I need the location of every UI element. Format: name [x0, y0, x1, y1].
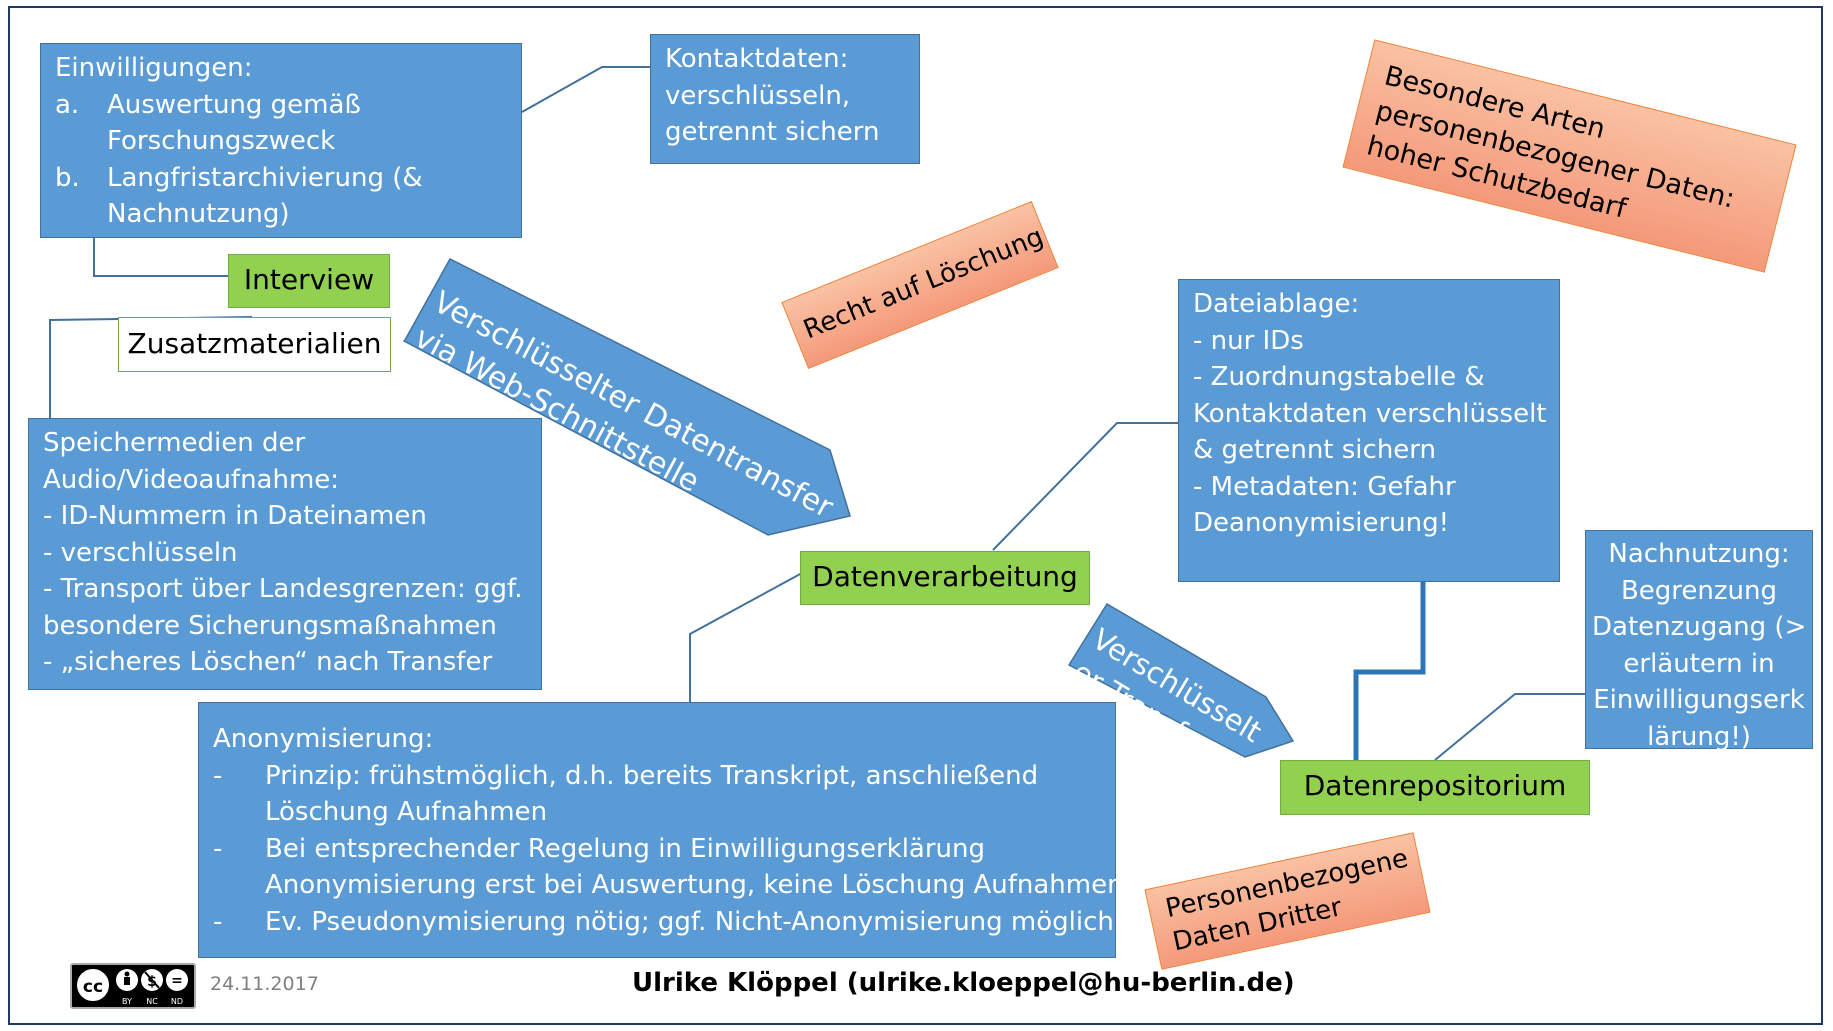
nachnutzung-line: Begrenzung: [1620, 575, 1778, 606]
list-item: - Bei entsprechender Regelung in Einwill…: [213, 831, 1124, 904]
nachnutzung-box: Nachnutzung: Begrenzung Datenzugang (> e…: [1585, 530, 1813, 752]
connector-datenverarbeitung-anonymisierung: [689, 572, 803, 702]
slide-frame: [8, 6, 1823, 1025]
footer-date: 24.11.2017: [210, 973, 319, 995]
connector-repositorium-nachnutzung: [1434, 693, 1585, 761]
nachnutzung-line: Einwilligungserk: [1593, 685, 1805, 715]
list-marker: -: [213, 833, 223, 864]
encrypted-transfer-arrow: [1067, 602, 1295, 758]
creative-commons-by-nc-nd-icon: cc $ = BY NC ND: [70, 963, 196, 1009]
dateiablage-box: Dateiablage: - nur IDs - Zuordnungstabel…: [1178, 279, 1560, 582]
anonymisierung-list: - Prinzip: frühstmöglich, d.h. bereits T…: [213, 758, 1124, 941]
dateiablage-line: - Zuordnungstabelle &: [1193, 362, 1485, 392]
einwilligungen-title: Einwilligungen:: [55, 53, 253, 83]
speichermedien-box: Speichermedien der Audio/Videoaufnahme: …: [28, 418, 542, 690]
list-line: Bei entsprechender Regelung in Einwillig…: [265, 833, 986, 864]
interview-node: Interview: [228, 254, 390, 308]
connector-datenverarbeitung-dateiablage: [992, 422, 1178, 551]
anonymisierung-title: Anonymisierung:: [213, 724, 434, 754]
svg-text:$: $: [147, 974, 157, 990]
connector-dateiablage-repositorium: [1353, 582, 1426, 760]
list-marker: b.: [55, 162, 80, 193]
nachnutzung-line: lärung!): [1647, 721, 1751, 752]
dateiablage-line: & getrennt sichern: [1193, 435, 1437, 465]
list-line: Nachnutzung): [107, 199, 290, 229]
nachnutzung-line: Datenzugang (>: [1592, 612, 1807, 642]
connector-einwilligungen-kontakt: [521, 66, 650, 113]
speichermedien-line: - verschlüsseln: [43, 537, 238, 568]
license-label-nc: NC: [146, 997, 158, 1006]
footer-author: Ulrike Klöppel (ulrike.kloeppel@hu-berli…: [632, 968, 1295, 998]
list-line: Auswertung gemäß: [107, 89, 361, 120]
list-line: Prinzip: frühstmöglich, d.h. bereits Tra…: [265, 760, 1039, 791]
svg-text:cc: cc: [83, 977, 103, 997]
anonymisierung-box: Anonymisierung: - Prinzip: frühstmöglich…: [198, 702, 1124, 958]
zusatzmaterialien-node: Zusatzmaterialien: [118, 317, 391, 372]
license-label-by: BY: [122, 997, 132, 1006]
list-line: Forschungszweck: [107, 126, 336, 156]
datenverarbeitung-node: Datenverarbeitung: [800, 551, 1090, 605]
speichermedien-line: besondere Sicherungsmaßnahmen: [43, 610, 497, 641]
kontaktdaten-line: verschlüsseln,: [665, 80, 851, 111]
list-item: b. Langfristarchivierung (& Nachnutzung): [55, 160, 507, 233]
svg-text:=: =: [171, 973, 183, 989]
connector-einwilligungen-interview: [93, 238, 228, 277]
einwilligungen-list: a. Auswertung gemäß Forschungszweck b. L…: [55, 87, 507, 233]
list-line: Ev. Pseudonymisierung nötig; ggf. Nicht-…: [265, 906, 1114, 937]
nachnutzung-line: erläutern in: [1623, 648, 1775, 679]
dateiablage-line: - Metadaten: Gefahr: [1193, 471, 1456, 502]
list-line: Löschung Aufnahmen: [265, 797, 548, 827]
list-line: Anonymisierung erst bei Auswertung, kein…: [265, 870, 1124, 900]
nachnutzung-line: Nachnutzung:: [1608, 539, 1790, 569]
kontaktdaten-line: getrennt sichern: [665, 117, 880, 147]
dateiablage-line: Kontaktdaten verschlüsselt: [1193, 398, 1547, 429]
dateiablage-line: Dateiablage:: [1193, 289, 1360, 319]
list-marker: -: [213, 906, 223, 937]
dateiablage-line: - nur IDs: [1193, 325, 1304, 356]
kontaktdaten-box: Kontaktdaten: verschlüsseln, getrennt si…: [650, 34, 920, 164]
speichermedien-line: - Transport über Landesgrenzen: ggf.: [43, 574, 523, 604]
list-marker: a.: [55, 89, 80, 120]
web-transfer-arrow: [402, 258, 851, 536]
list-marker: -: [213, 760, 223, 791]
speichermedien-line: - „sicheres Löschen“ nach Transfer: [43, 647, 493, 677]
speichermedien-line: Speichermedien der: [43, 428, 306, 458]
dateiablage-line: Deanonymisierung!: [1193, 508, 1450, 538]
list-item: - Ev. Pseudonymisierung nötig; ggf. Nich…: [213, 904, 1114, 941]
list-item: - Prinzip: frühstmöglich, d.h. bereits T…: [213, 758, 1101, 831]
einwilligungen-box: Einwilligungen: a. Auswertung gemäß Fors…: [40, 43, 522, 238]
list-item: a. Auswertung gemäß Forschungszweck: [55, 87, 507, 160]
list-line: Langfristarchivierung (&: [107, 162, 423, 193]
speichermedien-line: Audio/Videoaufnahme:: [43, 464, 340, 495]
speichermedien-line: - ID-Nummern in Dateinamen: [43, 501, 427, 531]
license-label-nd: ND: [171, 997, 183, 1006]
kontaktdaten-line: Kontaktdaten:: [665, 44, 849, 74]
datenrepositorium-node: Datenrepositorium: [1280, 760, 1590, 815]
